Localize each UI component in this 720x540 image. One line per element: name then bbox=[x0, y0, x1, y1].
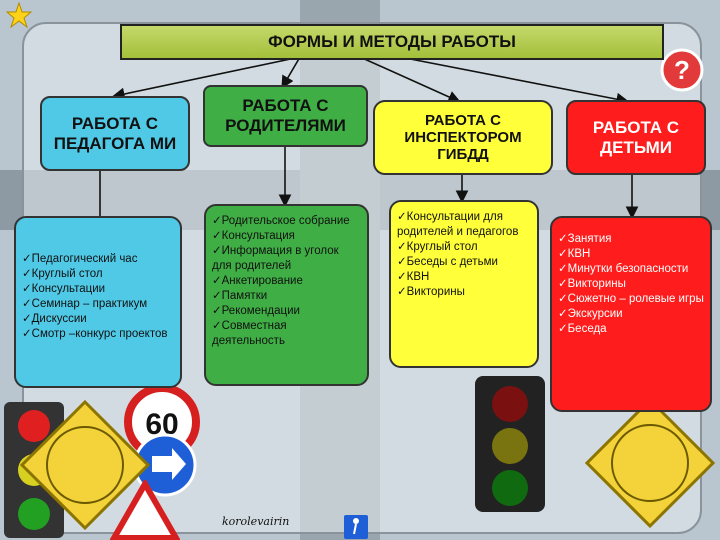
blue-round-sign bbox=[133, 433, 197, 497]
list-item: ✓Беседа bbox=[558, 323, 607, 335]
list-item: ✓Педагогический час bbox=[22, 253, 138, 265]
list-item: ✓Смотр –конкурс проектов bbox=[22, 328, 168, 340]
list-item: ✓Занятия bbox=[558, 233, 612, 245]
list-item: ✓Викторины bbox=[558, 278, 626, 290]
heading-inspector: РАБОТА С ИНСПЕКТОРОМ ГИБДД bbox=[373, 100, 553, 175]
arrow-to-teachers bbox=[111, 56, 301, 101]
list-item: ✓Родительское собрание bbox=[212, 215, 350, 227]
svg-text:?: ? bbox=[674, 55, 690, 85]
list-item: ✓Совместная деятельность bbox=[212, 320, 287, 347]
list-item: ✓Консультация bbox=[212, 230, 295, 242]
list-item: ✓Экскурсии bbox=[558, 308, 623, 320]
author-signature: korolevairin bbox=[222, 515, 290, 528]
pedestrian-sign-icon bbox=[344, 515, 368, 539]
list-item: ✓КВН bbox=[397, 271, 430, 283]
traffic-light-right bbox=[475, 376, 545, 512]
heading-children: РАБОТА С ДЕТЬМИ bbox=[566, 100, 706, 175]
list-item: ✓Консультации для родителей и педагогов bbox=[397, 211, 519, 238]
list-item: ✓Информация в уголок для родителей bbox=[212, 245, 339, 272]
list-item: ✓Сюжетно – ролевые игры bbox=[558, 293, 704, 305]
list-children: ✓Занятия ✓КВН ✓Минутки безопасности ✓Виктор… bbox=[550, 216, 712, 412]
list-item: ✓Семинар – практикум bbox=[22, 298, 148, 310]
road-safety-badge-left bbox=[20, 400, 150, 530]
list-item: ✓Беседы с детьми bbox=[397, 256, 498, 268]
warning-sign bbox=[110, 480, 180, 540]
list-item: ✓Анкетирование bbox=[212, 275, 303, 287]
star-icon bbox=[6, 2, 32, 28]
arrow-to-parents bbox=[281, 56, 301, 89]
list-parents: ✓Родительское собрание ✓Консультация ✓Инфо… bbox=[204, 204, 369, 386]
road-safety-badge-right bbox=[585, 398, 715, 528]
list-item: ✓Круглый стол bbox=[397, 241, 478, 253]
diagram-title: ФОРМЫ И МЕТОДЫ РАБОТЫ bbox=[120, 24, 664, 60]
list-inspector: ✓Консультации для родителей и педагогов ✓… bbox=[389, 200, 539, 368]
list-item: ✓Рекомендации bbox=[212, 305, 300, 317]
list-item: ✓Минутки безопасности bbox=[558, 263, 689, 275]
list-item: ✓Викторины bbox=[397, 286, 465, 298]
list-item: ✓КВН bbox=[558, 248, 591, 260]
arrow-to-inspector bbox=[359, 56, 461, 103]
list-item: ✓Дискуссии bbox=[22, 313, 87, 325]
list-item: ✓Памятки bbox=[212, 290, 268, 302]
heading-teachers: РАБОТА С ПЕДАГОГА МИ bbox=[40, 96, 190, 171]
list-item: ✓Круглый стол bbox=[22, 268, 103, 280]
list-teachers: ✓Педагогический час ✓Круглый стол ✓Консуль… bbox=[14, 216, 182, 388]
question-sign-icon: ? bbox=[660, 48, 704, 92]
heading-parents: РАБОТА С РОДИТЕЛЯМИ bbox=[203, 85, 368, 147]
list-item: ✓Консультации bbox=[22, 283, 106, 295]
arrow-to-children bbox=[399, 56, 630, 106]
